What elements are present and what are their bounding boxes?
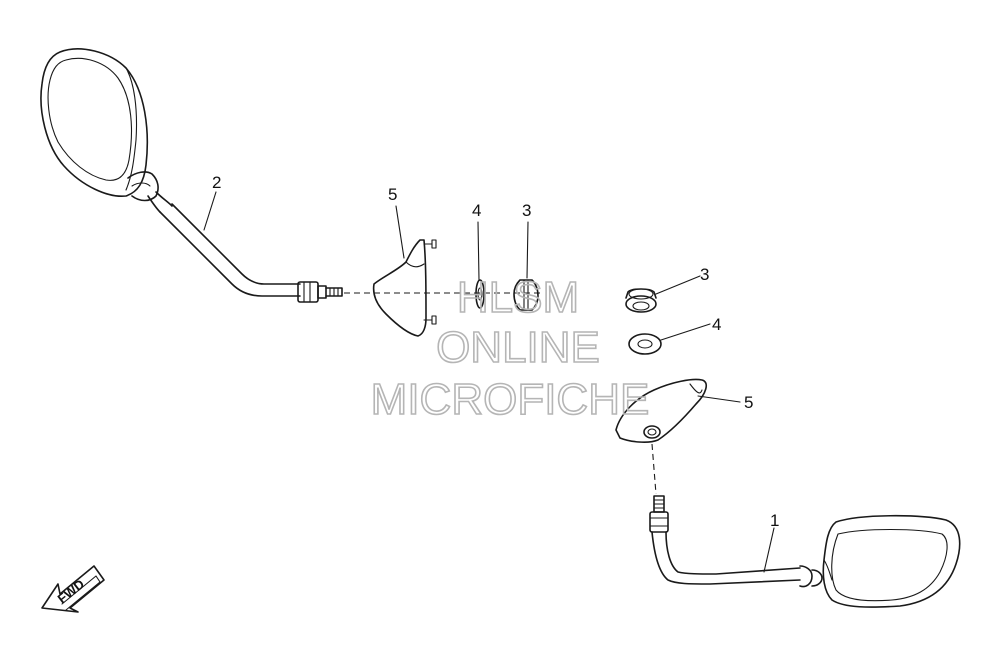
mirror-left-assembly [40, 48, 343, 303]
bracket-left [372, 239, 437, 337]
mirror-right-rod [651, 531, 801, 585]
watermark-line-3: MICROFICHE [371, 375, 650, 424]
nut-right [625, 288, 657, 313]
mirror-right-assembly [649, 495, 961, 608]
callout-nut-right: 3 [700, 265, 709, 284]
callout-washer-right: 4 [712, 315, 721, 334]
watermark: HLSM ONLINE MICROFICHE [370, 272, 650, 425]
nut-left [513, 279, 539, 311]
callout-washer-left: 4 [472, 201, 481, 220]
mirror-right-lens [831, 528, 948, 602]
mirror-left-lens [47, 57, 133, 181]
washer-left [475, 279, 485, 309]
mirror-left-rod [159, 211, 301, 297]
callout-bracket-left: 5 [388, 185, 397, 204]
fwd-label: FWD [55, 576, 88, 606]
callout-mirror-left: 2 [212, 173, 221, 192]
bracket-right [615, 378, 708, 443]
watermark-line-2: ONLINE [436, 323, 600, 372]
callout-bracket-right: 5 [744, 393, 753, 412]
fwd-arrow-icon: FWD [41, 565, 105, 613]
callout-nut-left: 3 [522, 201, 531, 220]
watermark-line-1: HLSM [457, 273, 579, 322]
washer-right [628, 333, 662, 355]
callout-mirror-right: 1 [770, 511, 779, 530]
